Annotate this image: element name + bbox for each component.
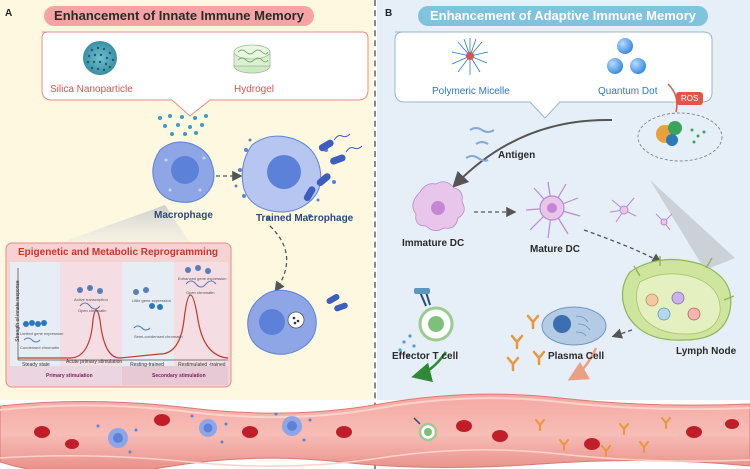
reprogramming-box <box>5 242 232 388</box>
effector-t-cell-label: Effector T cell <box>392 351 459 362</box>
zoom-cone <box>60 205 190 243</box>
quantum-dot-icon <box>607 38 646 74</box>
immature-dc-label: Immature DC <box>402 238 465 249</box>
annotation-limited: Limited gene expression <box>20 331 64 336</box>
phase-restimulated: Restimulated -trained <box>178 362 226 368</box>
phase-steady: Steady state <box>22 362 50 368</box>
macrophage-icon <box>152 141 215 203</box>
annotation-active-transcription: Active transcription <box>74 297 108 302</box>
ros-badge: ROS <box>676 92 704 105</box>
arrow-to-phagocytosis <box>269 225 288 293</box>
reprogramming-title: Epigenetic and Metabolic Reprogramming <box>18 247 219 258</box>
mature-dc-icon <box>525 181 581 239</box>
mature-dc-label: Mature DC <box>530 244 581 255</box>
panel-b-letter: B <box>385 8 393 19</box>
phagocytosing-macrophage-icon <box>247 289 317 355</box>
vessel-macrophages <box>96 412 312 454</box>
trained-macrophage-label: Trained Macrophage <box>256 213 354 224</box>
quantum-dot-label: Quantum Dot <box>598 86 658 97</box>
hydrogel-icon <box>233 44 271 74</box>
silica-label: Silica Nanoparticle <box>50 84 133 95</box>
red-blood-cells <box>34 414 739 450</box>
annotation-open-chromatin-2: Open chromatin <box>186 290 215 295</box>
immature-dc-icon <box>412 181 465 231</box>
panel-divider <box>374 0 376 469</box>
phase-acute: Acute primary stimulation <box>66 359 123 365</box>
phase-primary: Primary stimulation <box>46 373 93 379</box>
ros-target <box>637 112 723 162</box>
cytokine-dots <box>398 334 416 358</box>
trained-macrophage-icon <box>234 135 336 220</box>
arrow-plasma-down <box>567 347 598 381</box>
lymph-node-label: Lymph Node <box>676 346 737 357</box>
annotation-enhanced: Enhanced gene expression <box>178 276 227 281</box>
nanoparticle-stream <box>158 114 208 136</box>
bacteria-icon-2 <box>326 294 348 312</box>
annotation-open-chromatin-1: Open chromatin <box>78 308 107 313</box>
polymeric-micelle-icon <box>451 38 489 75</box>
arrow-to-lymph-node <box>583 229 663 264</box>
plasma-cell-icon <box>541 306 607 346</box>
micelle-label: Polymeric Micelle <box>432 86 510 97</box>
phase-resting: Resting-trained <box>130 362 164 368</box>
migrating-dc-icon <box>609 197 673 231</box>
blood-vessel <box>0 393 750 469</box>
phase-secondary: Secondary stimulation <box>152 373 206 379</box>
bacteria-icon <box>303 133 363 202</box>
annotation-condensed: Condensed chromatin <box>20 345 60 350</box>
arrow-to-immature-dc <box>452 118 613 188</box>
silica-nanoparticle-icon <box>83 41 117 75</box>
plasma-cell-label: Plasma Cell <box>548 351 605 362</box>
effector-t-cell-icon <box>414 288 454 342</box>
material-callout-b <box>394 31 713 119</box>
lymph-cone <box>650 180 735 270</box>
panel-b-title: Enhancement of Adaptive Immune Memory <box>418 6 708 26</box>
panel-a-letter: A <box>5 8 13 19</box>
annotation-semi: Semi-condensed chromatin <box>134 334 183 339</box>
vessel-antibodies <box>535 417 671 457</box>
arrow-effector-down <box>411 351 448 383</box>
antigen-icon <box>465 127 495 162</box>
lymph-node-icon <box>621 256 735 341</box>
macrophage-label: Macrophage <box>154 210 213 221</box>
material-callout-a <box>41 31 369 117</box>
panel-a-title: Enhancement of Innate Immune Memory <box>44 6 314 26</box>
annotation-little: Little gene expression <box>132 298 171 303</box>
arrow-to-plasma-cell <box>611 328 633 339</box>
antibody-icon <box>506 314 546 372</box>
hydrogel-label: Hydrogel <box>234 84 275 95</box>
vessel-t-cell <box>413 417 438 442</box>
antigen-label: Antigen <box>498 150 536 161</box>
